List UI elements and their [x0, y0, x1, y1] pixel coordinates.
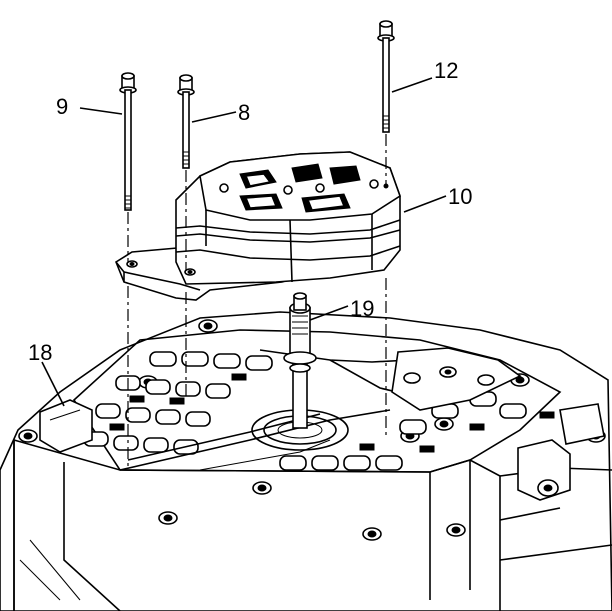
- callout-19: 19: [350, 296, 374, 321]
- alignment-centerlines: [127, 134, 387, 470]
- callout-9: 9: [56, 94, 68, 119]
- callout-labels: 9 8 12 10 19 18: [28, 58, 472, 365]
- bolt-12: [377, 20, 395, 133]
- callout-18: 18: [28, 340, 52, 365]
- bolt-9: [119, 72, 137, 211]
- bolt-8: [177, 74, 195, 169]
- cover-plate: [115, 151, 401, 301]
- callout-8: 8: [238, 100, 250, 125]
- leader-lines: [41, 77, 447, 407]
- callout-12: 12: [434, 58, 458, 83]
- callout-10: 10: [448, 184, 472, 209]
- shaft: [283, 292, 317, 429]
